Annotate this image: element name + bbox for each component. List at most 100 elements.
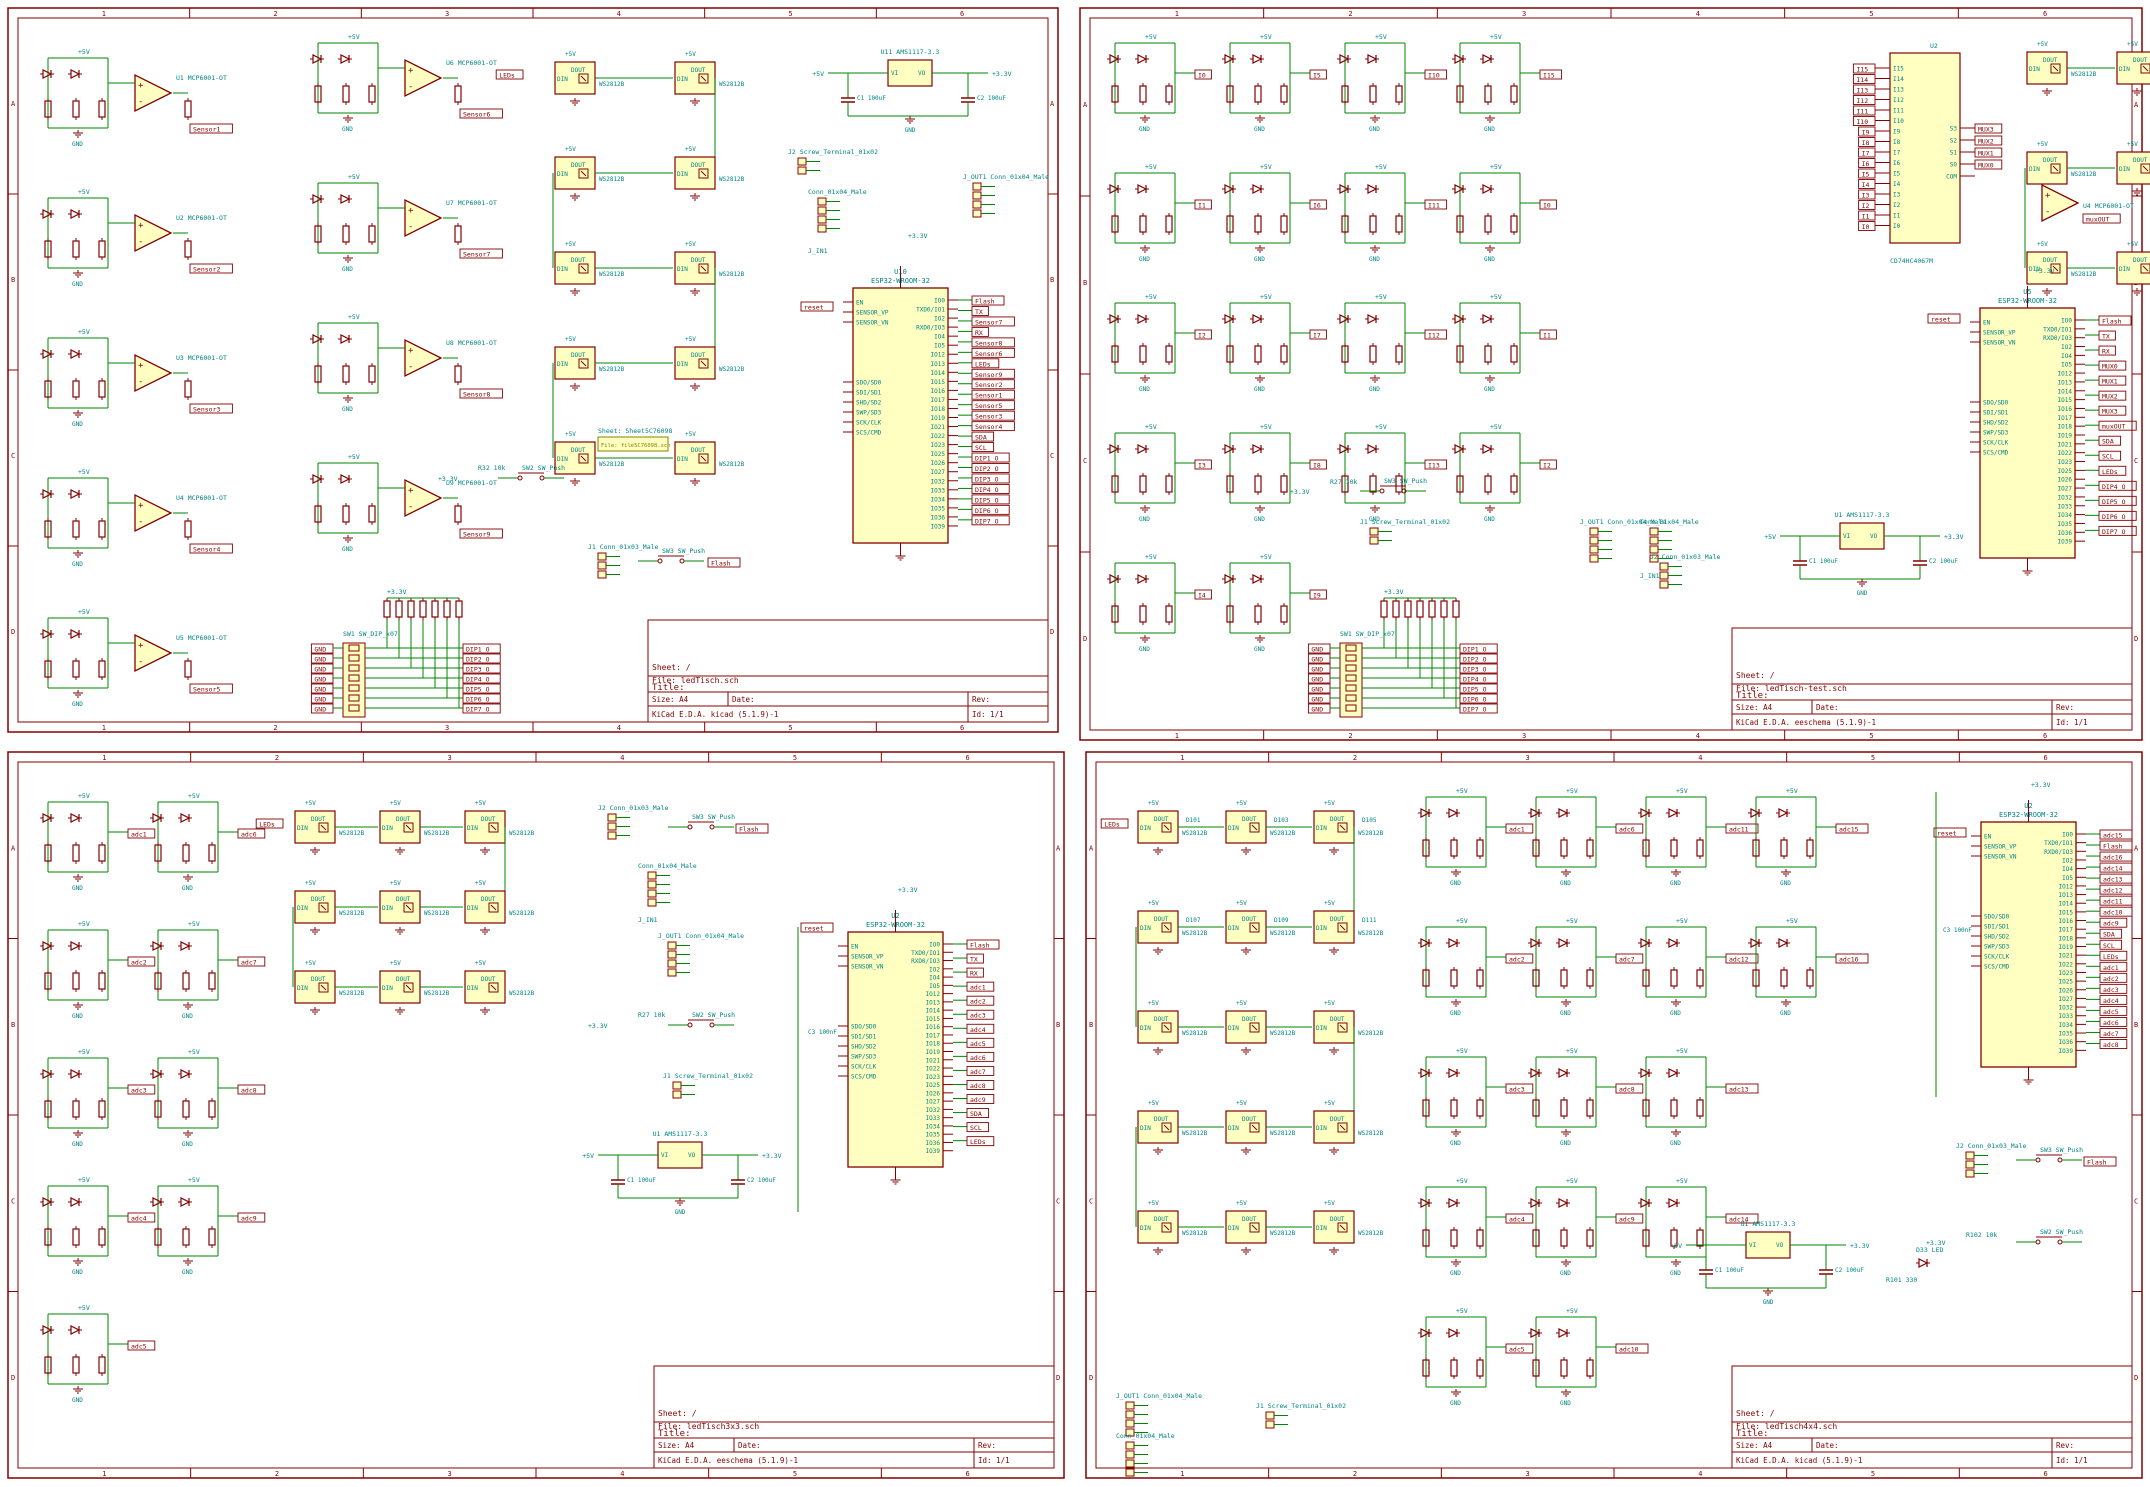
net-label-text: DIP4_O: [975, 486, 999, 494]
ground-label: GND: [1484, 256, 1495, 263]
column-label: 6: [2043, 10, 2047, 18]
net-label-text: adc8: [2103, 1041, 2119, 1049]
column-label: 6: [960, 724, 964, 732]
mcu-pin-label: IO39: [931, 523, 946, 530]
ground-icon: [1152, 847, 1164, 855]
net-label-text: muxOUT: [2086, 216, 2110, 224]
ground-label: GND: [342, 126, 353, 133]
net-label-adc7: adc7: [1615, 953, 1644, 964]
ws2812-led-icon: [294, 890, 336, 924]
net-label-scl: SCL: [2099, 939, 2123, 950]
net-label-box: [462, 703, 501, 714]
connector-pin: [1125, 1419, 1135, 1428]
out-connector: J_OUT1 Conn_01x04_Male: [1116, 1392, 1202, 1437]
net-label-mux3: MUX3: [2098, 405, 2127, 416]
mcu-pin-label: IO26: [931, 460, 946, 467]
ir-led-icon: [1452, 184, 1467, 194]
net-label-i8: I8: [1858, 137, 1876, 147]
push-button: SW3 SW_Push: [1360, 477, 1427, 494]
net-label-text: Sensor4: [975, 423, 1002, 431]
connector-pin: [667, 959, 677, 968]
ground-icon: [182, 1002, 194, 1010]
pullup-resistor-icon: [443, 598, 451, 620]
ground-icon: [2131, 88, 2143, 96]
net-label-i13: I13: [1852, 84, 1876, 95]
screw-terminal: J1 Screw_Terminal_01x02: [663, 1072, 753, 1099]
mcu-pin-label: SCS/CMD: [1983, 450, 2009, 457]
net-label-i0: I0: [1194, 69, 1212, 80]
power-label: +5V: [1145, 293, 1157, 301]
row-label: B: [11, 1021, 15, 1029]
net-label-box: [1852, 74, 1876, 84]
mcu-pin-label: IO36: [931, 514, 946, 521]
net-label-dip7-o: DIP7_O: [2098, 525, 2137, 536]
power-label: +5V: [1145, 163, 1157, 171]
power-label: +5V: [188, 792, 200, 800]
net-label-flash: Flash: [2099, 840, 2133, 851]
photodiode-icon: [68, 349, 83, 359]
resistor-icon: [72, 970, 80, 992]
net-label-box: [2099, 1039, 2128, 1049]
resistor-icon: [182, 1098, 190, 1120]
mcu-pin-label: IO14: [926, 1008, 941, 1015]
button-label: SW2 SW_Push: [692, 1011, 735, 1019]
connector-pin: [1965, 1160, 1975, 1169]
row-label: B: [2134, 1021, 2138, 1029]
photodiode-icon: [1365, 184, 1380, 194]
mcu-pin-label: IO12: [931, 352, 946, 359]
net-label-box: [1858, 137, 1876, 147]
ws2812-part-label: WS2812B: [1270, 830, 1296, 837]
net-label-text: adc15: [1839, 826, 1859, 834]
opamp-icon: [134, 74, 172, 112]
resistor-icon: [1484, 343, 1492, 365]
mcu-pin-label: IO32: [931, 478, 946, 485]
power-label: +5V: [1786, 917, 1798, 925]
power-label: +5V: [1324, 900, 1335, 907]
net-label-text: DIP6_O: [975, 507, 999, 515]
net-label-box: [2099, 1016, 2128, 1027]
esp32-module: U2ESP32-WROOM-32ENSENSOR_VPSENSOR_VNSDO/…: [838, 910, 1000, 1185]
resistor-icon: [342, 223, 350, 245]
esp32-module: U10ESP32-WROOM-32ENSENSOR_VPSENSOR_VNSDO…: [843, 266, 1015, 561]
ws2812-led-icon: [554, 251, 596, 285]
led-ref: D105: [1362, 817, 1377, 824]
net-label-text: I10: [1428, 72, 1440, 80]
ground-icon: [72, 410, 84, 418]
net-label-text: adc4: [131, 1215, 147, 1223]
uart-connector: J2 Conn_01x03_Male: [1956, 1142, 2027, 1178]
ground-label: GND: [1139, 386, 1150, 393]
net-label-box: [971, 379, 1015, 390]
connector-pin: [817, 215, 827, 224]
ground-icon: [569, 288, 581, 296]
net-label-box: [462, 683, 501, 694]
pin-label: VI: [1843, 533, 1851, 540]
out-connector: J_OUT1 Conn_01x04_Male: [1580, 518, 1666, 563]
ground-label: GND: [72, 885, 83, 892]
net-label-sensor2: Sensor2: [971, 379, 1015, 390]
mcu-pin-label: IO25: [926, 1082, 941, 1089]
ground-label: GND: [1139, 126, 1150, 133]
connector-ref: J_IN1: [808, 247, 828, 255]
net-label-adc14: adc14: [1725, 1213, 1759, 1224]
column-label: 3: [448, 754, 452, 762]
resistor-label: R27 10k: [1330, 478, 1357, 486]
net-label-i0: I0: [1539, 199, 1557, 210]
ws2812-part-label: WS2812B: [509, 830, 535, 837]
net-label-box: [1309, 69, 1327, 80]
ws2812-led-icon: [1137, 1210, 1179, 1244]
resistor-icon: [1670, 1097, 1678, 1119]
ir-led-icon: [1337, 314, 1352, 324]
sheet-title: Title:: [652, 683, 685, 693]
resistor-icon: [1780, 967, 1788, 989]
resistor-icon: [72, 842, 80, 864]
photodiode-icon: [1135, 54, 1150, 64]
connector-pin: [1649, 545, 1659, 554]
mcu-pin-label: IO26: [2059, 987, 2074, 994]
net-label-box: [971, 473, 1010, 484]
column-label: 4: [617, 724, 621, 732]
power-label: +5V: [1145, 423, 1157, 431]
ground-icon: [72, 1258, 84, 1266]
